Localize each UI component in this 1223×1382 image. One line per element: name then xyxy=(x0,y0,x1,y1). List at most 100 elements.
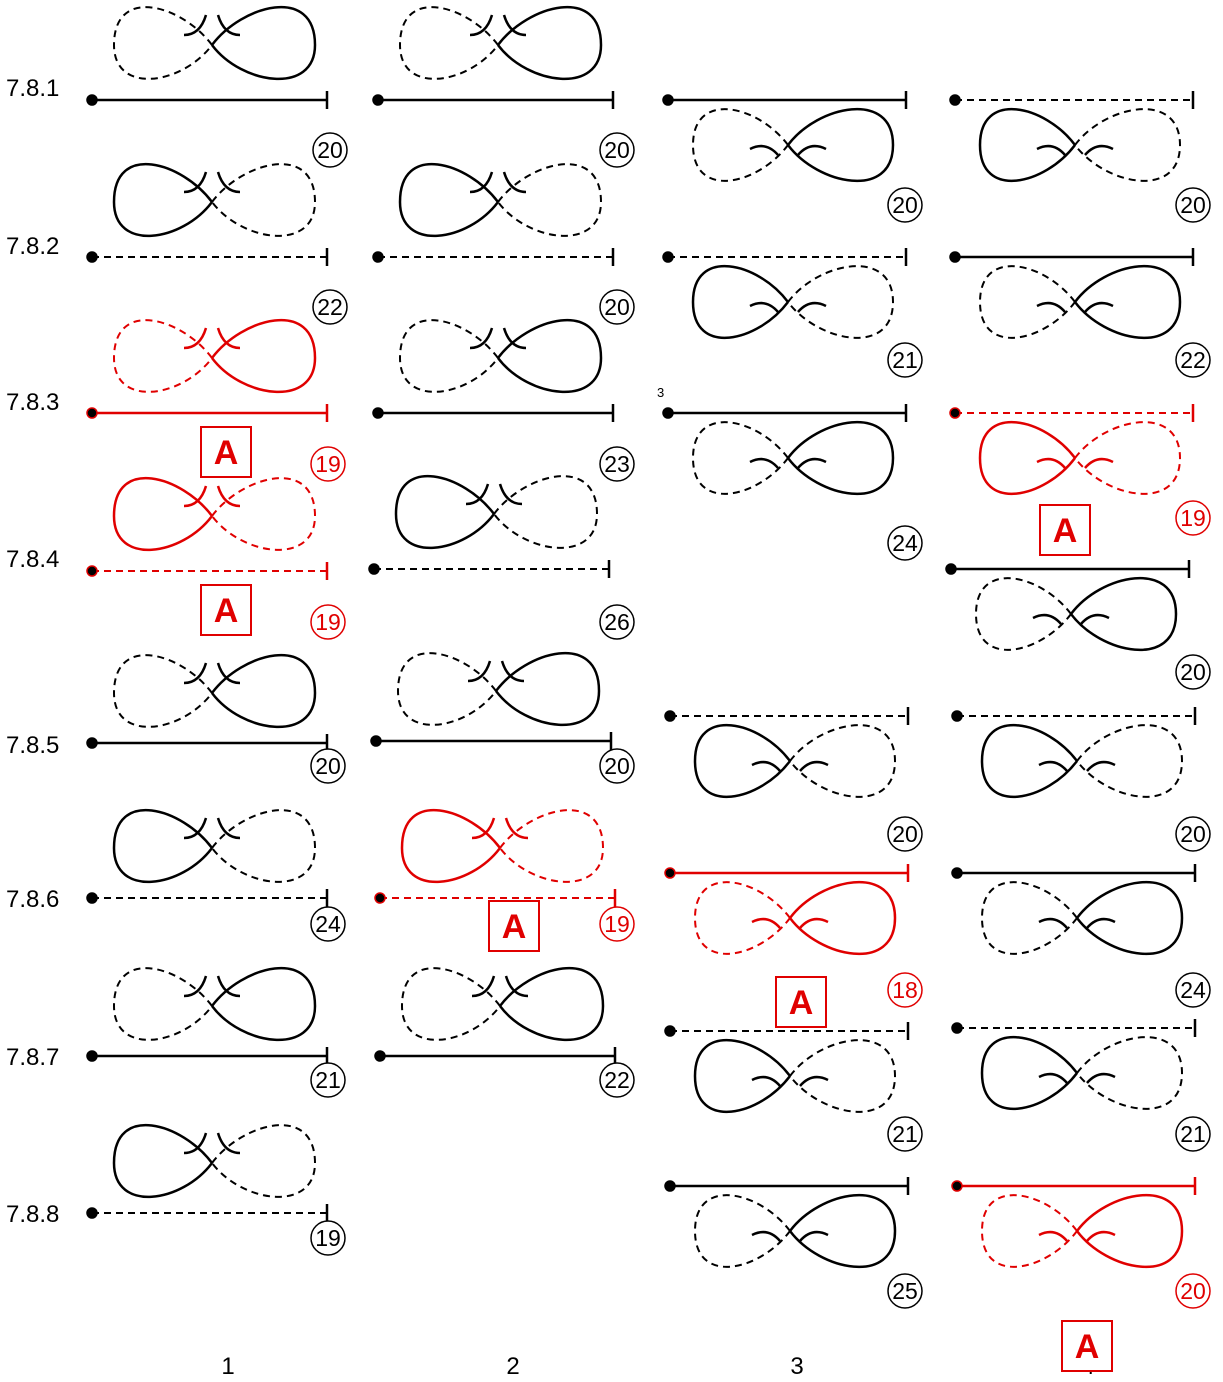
knot-left-loop xyxy=(112,1123,213,1199)
figure-number: 20 xyxy=(1180,1278,1206,1304)
knot-left-loop xyxy=(398,6,499,80)
over-crossing-arc xyxy=(1084,301,1114,313)
row-label: 7.8.1 xyxy=(6,75,59,102)
knot-left-loop xyxy=(112,6,213,80)
over-crossing-arc xyxy=(216,14,241,37)
start-point-dot xyxy=(372,251,384,263)
knot-left-loop xyxy=(394,474,495,550)
over-crossing-arc xyxy=(799,1075,829,1087)
over-crossing-arc xyxy=(1036,301,1066,313)
knot-figure: 25 xyxy=(664,1177,923,1309)
figure-number: 19 xyxy=(315,451,341,477)
over-crossing-arc xyxy=(183,171,208,194)
number-circle xyxy=(310,1062,346,1098)
knot-right-loop xyxy=(211,1124,317,1198)
knot-right-loop xyxy=(1074,265,1182,339)
number-circle xyxy=(1175,500,1211,536)
knot-figure: 19 xyxy=(86,1123,346,1256)
number-circle xyxy=(310,906,346,942)
knot-figure: 24 xyxy=(86,808,346,942)
knot-left-loop xyxy=(693,1039,791,1113)
row-label: 7.8.5 xyxy=(6,732,59,759)
number-circle xyxy=(599,906,635,942)
number-circle xyxy=(1175,816,1211,852)
figure-number: 19 xyxy=(1180,505,1206,531)
knot-figure: 20 xyxy=(945,560,1211,690)
mark-box xyxy=(200,426,252,478)
start-point-dot xyxy=(951,710,963,722)
over-crossing-arc xyxy=(469,327,494,350)
knot-left-loop xyxy=(112,967,213,1041)
over-crossing-arc xyxy=(216,975,241,998)
knot-right-loop xyxy=(789,1194,897,1268)
start-point-dot xyxy=(374,1050,386,1062)
figure-number: 24 xyxy=(892,530,918,556)
start-point-dot xyxy=(945,563,957,575)
row-labels: 7.8.1 7.8.2 7.8.3 7.8.4 7.8.5 7.8.6 7.8.… xyxy=(6,75,59,1228)
number-circle xyxy=(599,748,635,784)
start-point-dot xyxy=(949,251,961,263)
over-crossing-arc xyxy=(1086,1230,1116,1242)
start-point-dot xyxy=(86,892,98,904)
knot-left-loop xyxy=(980,1194,1078,1268)
knot-left-loop xyxy=(398,319,499,393)
over-crossing-arc xyxy=(216,171,241,194)
figure-number: 21 xyxy=(892,1121,918,1147)
knot-left-loop xyxy=(400,967,501,1041)
over-crossing-arc xyxy=(1036,144,1066,156)
knot-left-loop xyxy=(980,724,1078,798)
knot-left-loop xyxy=(112,808,213,884)
knot-figure: 22 xyxy=(949,248,1211,378)
over-crossing-arc xyxy=(1038,1230,1068,1242)
over-crossing-arc xyxy=(183,975,208,998)
start-point-dot xyxy=(662,407,674,419)
knot-right-loop xyxy=(1076,1194,1184,1268)
knot-left-loop xyxy=(693,724,791,798)
knot-figure: 19A xyxy=(949,404,1211,556)
knot-left-loop xyxy=(978,265,1076,339)
figure-number: 19 xyxy=(604,911,630,937)
number-circle xyxy=(887,1273,923,1309)
over-crossing-arc xyxy=(749,457,779,469)
mark-label: A xyxy=(214,434,239,472)
number-circle xyxy=(312,289,348,325)
figure-number: 24 xyxy=(1180,977,1206,1003)
knot-right-loop xyxy=(211,477,317,551)
over-crossing-arc xyxy=(216,327,241,350)
over-crossing-arc xyxy=(216,662,241,685)
number-circle xyxy=(1175,1273,1211,1309)
knot-figure: 21 xyxy=(662,248,923,378)
knot-figure: 18A xyxy=(664,864,923,1028)
knot-figure: 22 xyxy=(374,966,635,1098)
number-circle xyxy=(599,446,635,482)
start-point-dot xyxy=(86,251,98,263)
start-point-dot xyxy=(664,867,676,879)
knot-right-loop xyxy=(1074,108,1182,182)
knot-left-loop xyxy=(400,808,501,884)
knot-right-loop xyxy=(211,318,317,393)
start-point-dot xyxy=(951,1180,963,1192)
figure-number: 18 xyxy=(892,977,918,1003)
figure-number: 22 xyxy=(604,1067,630,1093)
number-circle xyxy=(1175,1116,1211,1152)
column-label: 1 xyxy=(221,1353,234,1380)
over-crossing-arc xyxy=(1038,1072,1068,1084)
mark-label: A xyxy=(214,592,239,630)
knot-figure: 20 xyxy=(662,91,923,223)
over-crossing-arc xyxy=(183,662,208,685)
knot-right-loop xyxy=(211,163,317,237)
knot-right-loop xyxy=(787,421,895,495)
figure-number: 21 xyxy=(315,1067,341,1093)
small-note: 3 xyxy=(657,385,664,400)
figure-number: 20 xyxy=(892,821,918,847)
number-circle xyxy=(310,1220,346,1256)
knot-left-loop xyxy=(691,421,789,495)
over-crossing-arc xyxy=(1084,457,1114,469)
over-crossing-arc xyxy=(471,975,496,998)
start-point-dot xyxy=(951,1022,963,1034)
knot-left-loop xyxy=(112,162,213,238)
start-point-dot xyxy=(368,563,380,575)
over-crossing-arc xyxy=(216,817,241,840)
knot-left-loop xyxy=(980,1036,1078,1110)
